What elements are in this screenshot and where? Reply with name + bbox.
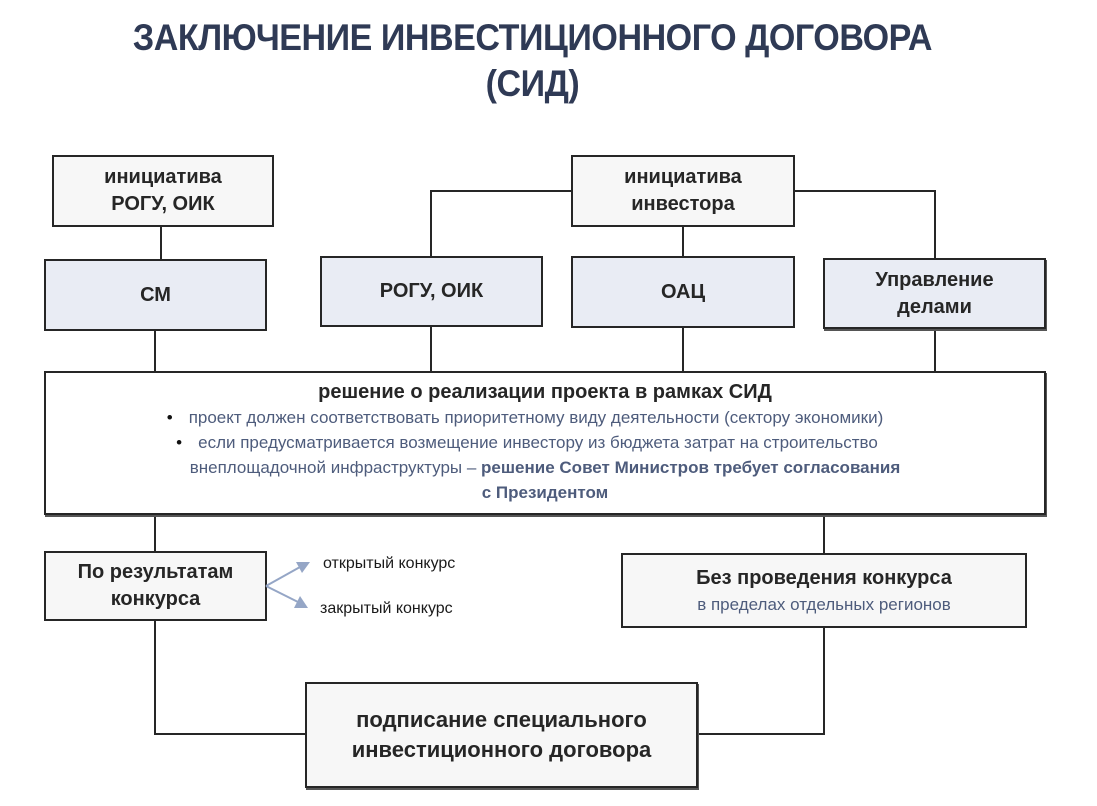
bullet-icon: •	[166, 408, 173, 427]
connector-investor-to-oac	[682, 226, 684, 258]
oac-box: ОАЦ	[571, 256, 795, 328]
connector-decision-to-no-competition	[823, 514, 825, 554]
closed-competition-label: закрытый конкурс	[320, 600, 453, 617]
sm-box: СМ	[44, 259, 267, 331]
signing-box: подписание специального инвестиционного …	[305, 682, 698, 788]
no-competition-sub: в пределах отдельных регионов	[697, 594, 951, 614]
arrow-closed-line	[265, 585, 299, 603]
connector-no-competition-to-signing	[697, 733, 825, 735]
decision-bullet-1: •проект должен соответствовать приоритет…	[166, 408, 884, 427]
initiative-investor-line1: инициатива	[624, 166, 742, 188]
sm-label: СМ	[140, 283, 171, 306]
rogu-oik-label: РОГУ, ОИК	[379, 280, 484, 302]
signing-line1: подписание специального	[356, 707, 647, 732]
initiative-rogu-box: инициатива РОГУ, ОИК	[52, 155, 274, 227]
arrow-open-line	[265, 566, 301, 587]
decision-heading: решение о реализации проекта в рамках СИ…	[318, 381, 772, 403]
competition-line1: По результатам	[77, 561, 234, 583]
decision-bullet-2: •если предусматривается возмещение инвес…	[176, 433, 878, 452]
arrow-closed-head-icon	[294, 596, 308, 608]
connector-decision-to-competition	[154, 514, 156, 552]
oac-label: ОАЦ	[660, 280, 706, 303]
initiative-investor-box: инициатива инвестора	[571, 155, 795, 227]
bullet-icon: •	[176, 433, 183, 452]
upravlenie-line2: делами	[897, 295, 972, 318]
decision-bullet-2-cont: внеплощадочной инфраструктуры – решение …	[189, 458, 901, 477]
connector-investor-to-rogu	[430, 190, 432, 258]
competition-box: По результатам конкурса	[44, 551, 267, 621]
initiative-rogu-line2: РОГУ, ОИК	[111, 193, 215, 215]
initiative-rogu-line1: инициатива	[104, 166, 222, 188]
connector-sm-to-decision	[154, 330, 156, 372]
competition-line2: конкурса	[110, 588, 201, 610]
connector-upravlenie-to-decision	[934, 328, 936, 372]
rogu-oik-box: РОГУ, ОИК	[320, 256, 543, 327]
connector-competition-to-signing	[154, 733, 306, 735]
connector-rogu-init-to-sm	[160, 226, 162, 260]
connector-competition-down	[154, 620, 156, 734]
no-competition-box: Без проведения конкурса в пределах отдел…	[621, 553, 1027, 628]
initiative-investor-line2: инвестора	[631, 193, 735, 215]
connector-investor-to-upravlenie	[934, 190, 936, 260]
signing-line2: инвестиционного договора	[351, 737, 652, 762]
decision-box: решение о реализации проекта в рамках СИ…	[44, 371, 1046, 515]
connector-no-competition-down	[823, 627, 825, 734]
page-title: ЗАКЛЮЧЕНИЕ ИНВЕСТИЦИОННОГО ДОГОВОРА	[132, 17, 933, 58]
open-competition-label: открытый конкурс	[323, 555, 456, 572]
upravlenie-line1: Управление	[875, 268, 994, 291]
no-competition-heading: Без проведения конкурса	[696, 566, 952, 589]
connector-oac-to-decision	[682, 326, 684, 372]
connector-rogu-to-decision	[430, 326, 432, 372]
upravlenie-box: Управление делами	[823, 258, 1046, 329]
page-subtitle: (СИД)	[485, 63, 580, 104]
decision-bullet-2-end: с Президентом	[481, 483, 609, 502]
competition-arrows	[265, 562, 310, 608]
arrow-open-head-icon	[296, 562, 310, 573]
